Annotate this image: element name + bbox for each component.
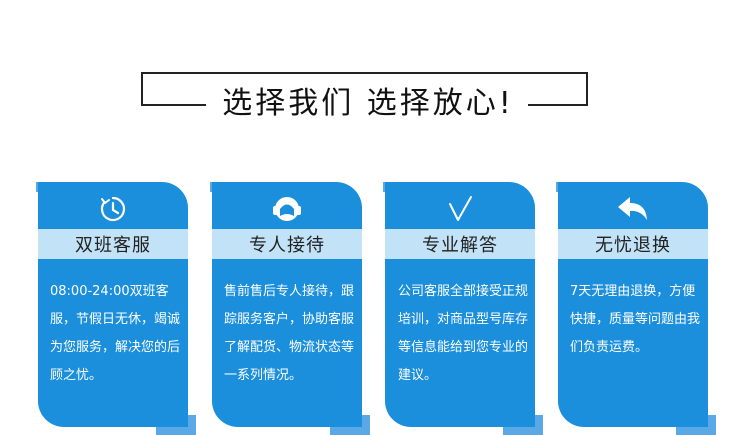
headset-icon [212, 194, 362, 224]
card-description: 售前售后专人接待，跟踪服务客户，协助客服了解配货、物流状态等一系列情况。 [224, 284, 355, 383]
card-title: 专人接待 [249, 235, 325, 256]
card-title: 专业解答 [422, 235, 498, 256]
feature-card-service-hours: 双班客服 08:00-24:00双班客服，节假日无休，竭诚为您服务，解决您的后顾… [36, 182, 196, 435]
card-title-bar: 双班客服 [38, 229, 188, 259]
headline-frame-line-right [528, 104, 588, 106]
card-title: 双班客服 [75, 235, 151, 256]
card-title-bar: 专业解答 [385, 229, 535, 259]
card-title: 无忧退换 [595, 235, 671, 256]
card-body: 专人接待 售前售后专人接待，跟踪服务客户，协助客服了解配货、物流状态等一系列情况… [212, 182, 362, 427]
clock-icon [38, 194, 188, 224]
headline-frame-line-left [141, 104, 206, 106]
page-headline: 选择我们 选择放心! [222, 86, 514, 121]
feature-card-professional-answers: 专业解答 公司客服全部接受正规培训，对商品型号库存等信息能给到您专业的建议。 [383, 182, 543, 435]
card-title-bar: 专人接待 [212, 229, 362, 259]
card-body: 双班客服 08:00-24:00双班客服，节假日无休，竭诚为您服务，解决您的后顾… [38, 182, 188, 427]
card-body: 无忧退换 7天无理由退换，方便快捷，质量等问题由我们负责运费。 [558, 182, 708, 427]
card-description: 08:00-24:00双班客服，节假日无休，竭诚为您服务，解决您的后顾之忧。 [50, 284, 181, 383]
return-arrow-icon [558, 194, 708, 224]
checkmark-icon [385, 194, 535, 224]
card-description: 7天无理由退换，方便快捷，质量等问题由我们负责运费。 [570, 284, 701, 355]
feature-card-worry-free-returns: 无忧退换 7天无理由退换，方便快捷，质量等问题由我们负责运费。 [556, 182, 716, 435]
card-title-bar: 无忧退换 [558, 229, 708, 259]
card-description: 公司客服全部接受正规培训，对商品型号库存等信息能给到您专业的建议。 [398, 284, 529, 383]
headline-frame [141, 72, 588, 105]
card-body: 专业解答 公司客服全部接受正规培训，对商品型号库存等信息能给到您专业的建议。 [385, 182, 535, 427]
feature-card-dedicated-reception: 专人接待 售前售后专人接待，跟踪服务客户，协助客服了解配货、物流状态等一系列情况… [210, 182, 370, 435]
